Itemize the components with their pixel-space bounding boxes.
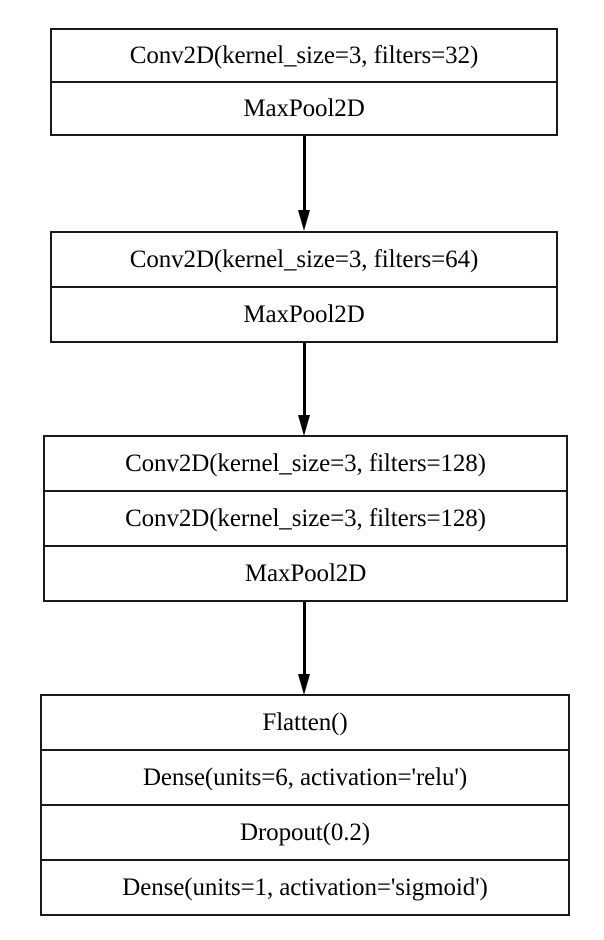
node-head-block: Flatten() Dense(units=6, activation='rel… [40,694,570,916]
down-arrow-icon [298,210,310,231]
layer-conv2d-32: Conv2D(kernel_size=3, filters=32) [52,30,556,81]
edge-block2-to-block3 [298,343,310,436]
edge-block1-to-block2 [298,136,310,231]
edge-line [303,343,306,415]
edge-line [303,136,306,210]
node-conv-block-64: Conv2D(kernel_size=3, filters=64) MaxPoo… [50,231,558,343]
layer-conv2d-128-b: Conv2D(kernel_size=3, filters=128) [45,490,566,545]
layer-conv2d-128-a: Conv2D(kernel_size=3, filters=128) [45,437,566,490]
layer-dense-6: Dense(units=6, activation='relu') [42,749,568,804]
edge-line [303,602,306,674]
down-arrow-icon [298,415,310,436]
layer-maxpool2d-3: MaxPool2D [45,545,566,600]
edge-block3-to-block4 [298,602,310,695]
node-conv-block-128: Conv2D(kernel_size=3, filters=128) Conv2… [43,435,568,602]
layer-maxpool2d-2: MaxPool2D [52,286,556,341]
down-arrow-icon [298,674,310,695]
layer-maxpool2d-1: MaxPool2D [52,81,556,134]
layer-dense-1: Dense(units=1, activation='sigmoid') [42,859,568,914]
layer-conv2d-64: Conv2D(kernel_size=3, filters=64) [52,233,556,286]
node-conv-block-32: Conv2D(kernel_size=3, filters=32) MaxPoo… [50,28,558,136]
layer-flatten: Flatten() [42,696,568,749]
layer-dropout: Dropout(0.2) [42,804,568,859]
